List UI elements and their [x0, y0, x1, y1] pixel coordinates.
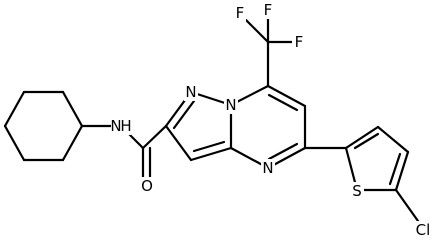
bond-cy1-cy2 — [61, 124, 84, 162]
atom-pyrimidine-nitrogen-label: N — [262, 159, 273, 177]
atom-amide-nitrogen: N H — [110, 117, 132, 135]
bond-th5-cl — [394, 188, 420, 223]
atom-fluorine-2: F — [261, 1, 275, 19]
bond-c2-c-amide — [141, 124, 168, 150]
atom-sulfur-label: S — [352, 182, 362, 200]
bond-cy4-cy5 — [3, 90, 26, 128]
atom-fluorine-3: F — [292, 33, 306, 51]
bond-c2-c3 — [164, 124, 193, 162]
atom-bridgehead-nitrogen-label: N — [225, 96, 236, 114]
atom-chlorine: Cl — [412, 221, 434, 239]
atom-pyrazole-nitrogen: N — [184, 83, 198, 101]
atom-chlorine-label: Cl — [416, 221, 431, 239]
bond-c3-c3a-inner — [192, 140, 226, 153]
bond-n-pz-c2-inner — [172, 99, 196, 130]
atom-bridgehead-nitrogen: N — [224, 96, 238, 114]
bond-th4-th5 — [394, 150, 410, 192]
atom-fluorine-2-label: F — [264, 1, 273, 19]
atom-carbonyl-oxygen: O — [139, 177, 155, 195]
atom-sulfur: S — [350, 182, 364, 200]
bond-cf3-c-f-left — [244, 18, 270, 44]
bond-th2-th3 — [344, 125, 380, 150]
bond-c5-n-pm-inner — [267, 142, 299, 161]
bond-cy3-cy4 — [3, 124, 26, 162]
bond-th2-th3-inner — [353, 132, 380, 150]
atom-carbonyl-oxygen-label: O — [141, 177, 153, 195]
bond-th4-th5-inner — [388, 152, 402, 186]
atom-fluorine-1: F — [232, 4, 246, 22]
atom-amide-nitrogen-label: N — [110, 117, 121, 135]
atom-labels: F F F N H N N — [110, 1, 434, 239]
bond-c7-c6-inner — [267, 93, 299, 112]
atom-pyrimidine-nitrogen: N — [261, 159, 275, 177]
atom-fluorine-3-label: F — [295, 33, 304, 51]
atom-fluorine-1-label: F — [236, 4, 245, 22]
bond-c7-c6 — [266, 84, 307, 108]
bond-cy6-cy1 — [61, 90, 84, 128]
bond-c3-c3a — [189, 146, 233, 162]
atom-pyrazole-nitrogen-label: N — [185, 83, 196, 101]
bond-th3-th4 — [376, 125, 410, 154]
bonds — [3, 15, 420, 223]
atom-amide-hydrogen-label: H — [120, 117, 131, 135]
